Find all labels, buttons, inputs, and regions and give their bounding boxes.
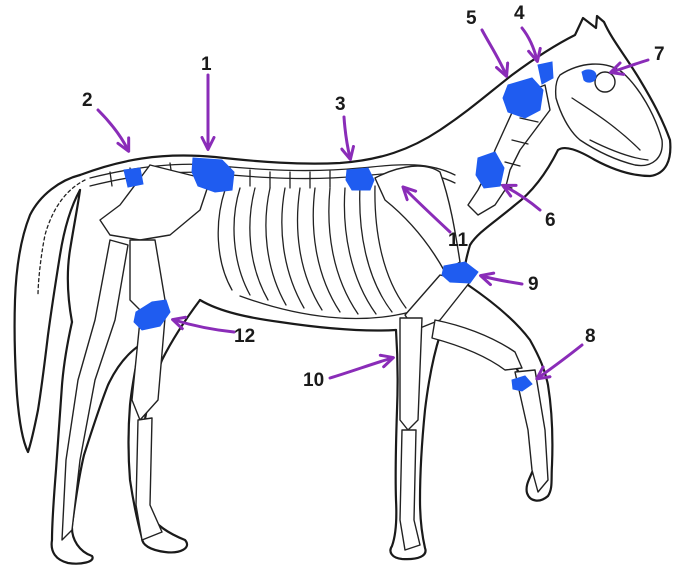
arrow-6 [504,186,540,210]
rib-cage [218,186,406,314]
scapula [375,166,460,272]
label-2: 2 [82,90,93,111]
label-5: 5 [466,8,477,29]
arrow-9 [482,276,522,284]
highlight-region-5 [503,78,543,118]
highlight-region-4 [538,62,553,84]
arrow-7 [612,60,648,72]
highlight-region-7 [582,70,596,82]
label-4: 4 [514,3,525,24]
arrow-4 [522,28,537,60]
label-12: 12 [234,326,255,347]
highlight-region-2 [124,168,143,187]
label-6: 6 [545,210,556,231]
label-11: 11 [448,230,469,251]
highlight-regions [124,62,596,391]
label-8: 8 [585,326,596,347]
arrow-10 [330,358,392,378]
skeleton [38,64,662,550]
arrow-3 [344,117,350,158]
label-3: 3 [335,94,346,115]
arrow-2 [98,110,128,150]
arrow-5 [482,30,506,75]
arrow-8 [538,345,582,378]
highlight-region-3 [346,168,374,190]
label-9: 9 [528,274,539,295]
label-10: 10 [303,370,324,391]
highlight-region-9 [442,262,478,283]
label-1: 1 [201,54,212,75]
label-7: 7 [654,44,665,65]
